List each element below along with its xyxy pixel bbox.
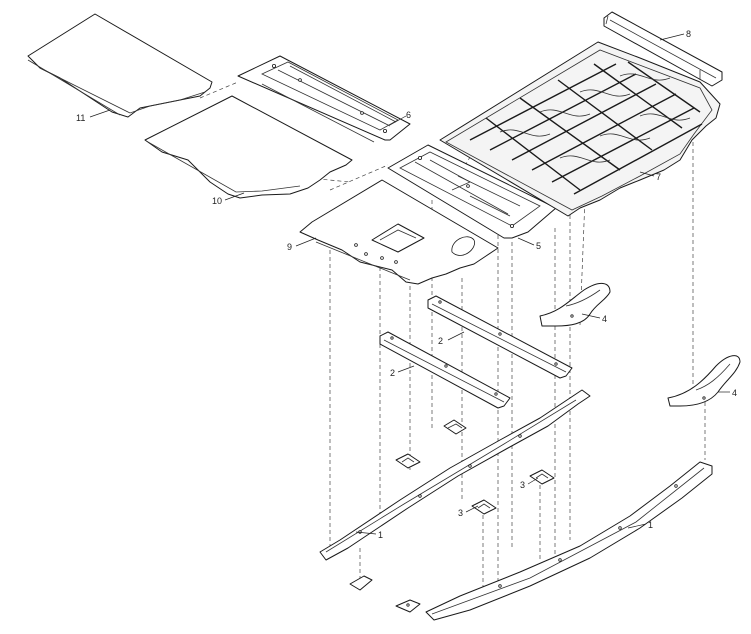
callout-5: 5	[536, 241, 541, 251]
part-5-cross-member-box	[387, 144, 557, 239]
rail-end-bracket-a	[349, 575, 373, 591]
callout-8: 8	[686, 29, 691, 39]
part-4-bracket-upper	[539, 283, 611, 327]
part-3-clip-d	[471, 499, 497, 515]
callout-11: 11	[76, 113, 85, 123]
part-11-rear-floor-cover	[27, 13, 213, 118]
callout-4-lower: 4	[732, 388, 737, 398]
callout-4-upper: 4	[602, 314, 607, 324]
rail-end-bracket-b	[395, 599, 421, 613]
callout-labels: 11 10 9 6 5 7 8 2 2 4 4 3 3 1 1	[76, 29, 737, 540]
callout-2-upper: 2	[438, 336, 443, 346]
part-1-rail-left	[319, 389, 591, 561]
part-4-bracket-lower	[667, 355, 741, 407]
callout-10: 10	[212, 196, 222, 206]
part-8-rear-cross-member	[603, 11, 723, 87]
part-3-clip-b	[395, 453, 421, 469]
part-1-rail-right	[425, 461, 713, 621]
callout-leaders	[89, 33, 730, 535]
callout-2-lower: 2	[390, 368, 395, 378]
callout-7: 7	[656, 172, 661, 182]
part-3-clip-c	[529, 469, 555, 485]
part-9-front-floor-panel	[299, 179, 499, 285]
guide-line	[329, 164, 389, 191]
part-2-cross-member-lower	[379, 331, 511, 409]
part-2-cross-member-upper	[427, 295, 573, 379]
callout-3-right: 3	[520, 480, 525, 490]
part-3-clip-a	[443, 419, 467, 435]
part-7-rear-floor-grid-panel	[439, 41, 721, 217]
callout-1-right: 1	[648, 520, 653, 530]
grid-ribs	[469, 61, 703, 195]
callout-1-left: 1	[378, 530, 383, 540]
part-10-middle-floor-cover	[144, 95, 353, 199]
callout-6: 6	[406, 110, 411, 120]
part-6-reinforcement-panel	[237, 55, 411, 143]
callout-9: 9	[287, 242, 292, 252]
callout-3-left: 3	[458, 508, 463, 518]
